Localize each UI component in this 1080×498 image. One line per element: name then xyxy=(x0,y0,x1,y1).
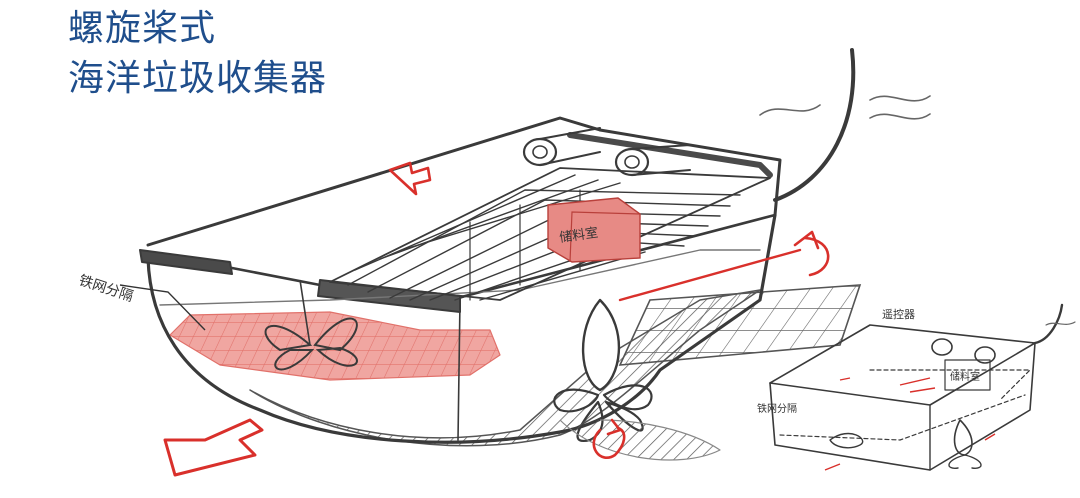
title-line-1: 螺旋桨式 xyxy=(68,8,217,49)
small-sketch xyxy=(769,303,1076,471)
main-hull xyxy=(139,116,782,447)
arrow-icon xyxy=(163,418,264,477)
rotation-arrow-icon xyxy=(592,426,626,459)
title-line-2: 海洋垃圾收集器 xyxy=(68,58,328,99)
inner-propeller xyxy=(264,279,358,371)
mesh-divider-label: 铁网分隔 xyxy=(77,273,135,306)
storage-box: 储料室 xyxy=(547,197,641,263)
small-mesh-label: 铁网分隔 xyxy=(757,402,797,415)
small-sketch-red-marks xyxy=(824,377,996,471)
diagram-title: 螺旋桨式 海洋垃圾收集器 xyxy=(68,4,327,104)
arrow-icon xyxy=(388,161,432,196)
small-storage-label: 储料室 xyxy=(950,370,980,383)
rotation-arrow-icon xyxy=(803,236,830,277)
tether-cable xyxy=(759,48,931,202)
motion-arrows xyxy=(163,161,830,477)
small-sketch-labels: 遥控器 储料室 铁网分隔 xyxy=(757,307,980,415)
storage-box-label: 储料室 xyxy=(558,225,599,246)
remote-label: 遥控器 xyxy=(882,307,915,321)
